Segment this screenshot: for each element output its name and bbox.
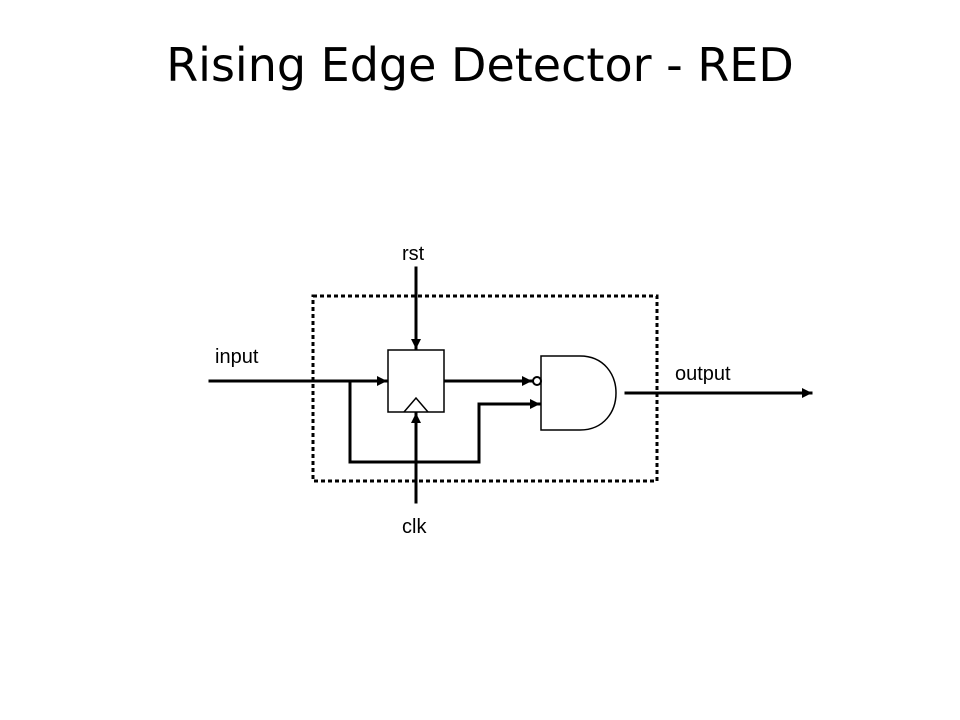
page-title: Rising Edge Detector - RED xyxy=(166,38,794,92)
clk-label: clk xyxy=(402,516,427,538)
and-gate xyxy=(540,355,617,431)
inverter-bubble-icon xyxy=(532,376,542,386)
input-label: input xyxy=(215,346,259,368)
flip-flop xyxy=(387,349,445,413)
output-label: output xyxy=(675,363,731,385)
module-boundary xyxy=(311,294,659,483)
rst-label: rst xyxy=(402,243,425,265)
input-branch-wire xyxy=(348,379,541,464)
clock-triangle-icon xyxy=(403,396,429,413)
